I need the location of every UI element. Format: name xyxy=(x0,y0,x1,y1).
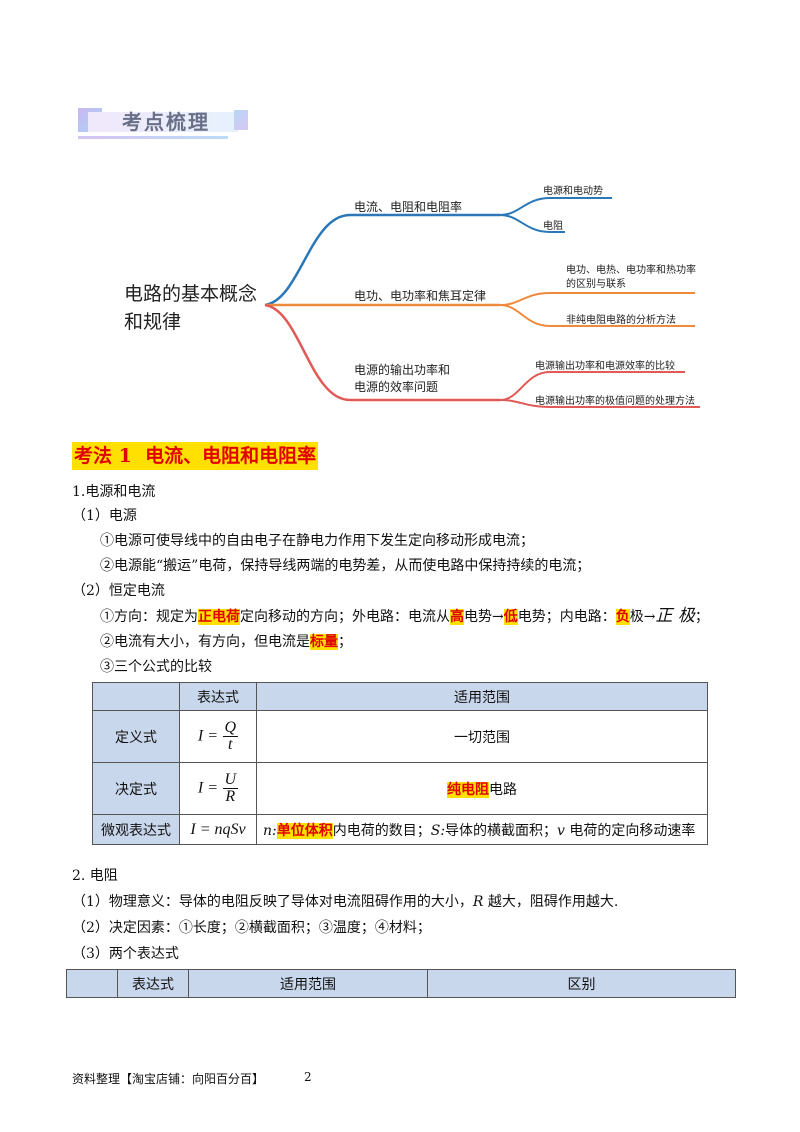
s1-p2-1: ①方向：规定为正电荷定向移动的方向；外电路：电流从高电势→低电势；内电路：负极→… xyxy=(100,606,709,626)
leaf-label-3a: 电源输出功率和电源效率的比较 xyxy=(535,361,675,372)
s1-p1-2: ②电源能“搬运”电荷，保持导线两端的电势差，从而使电路中保持持续的电流； xyxy=(100,558,591,574)
banner-decor-right xyxy=(234,110,248,130)
mindmap-branches xyxy=(264,197,700,408)
highlight-low: 低 xyxy=(503,609,518,625)
s1-heading: 1.电源和电流 xyxy=(72,484,156,500)
banner-underline xyxy=(78,136,228,139)
leaf-line-1a xyxy=(499,197,612,216)
table2-header-blank xyxy=(66,969,118,998)
highlight-positive-charge: 正电荷 xyxy=(198,609,240,625)
s2-heading: 2. 电阻 xyxy=(72,868,118,884)
s1-p2-2: ②电流有大小，有方向，但电流是标量； xyxy=(100,634,352,650)
footer-text: 资料整理【淘宝店铺：向阳百分百】 xyxy=(72,1072,265,1086)
highlight-scalar: 标量 xyxy=(310,634,338,650)
page-number: 2 xyxy=(304,1070,312,1084)
branch-label-2: 电功、电功率和焦耳定律 xyxy=(354,289,487,303)
scope-determine: 纯电阻电路 xyxy=(256,762,708,815)
highlight-negative: 负 xyxy=(615,609,630,625)
table1-header-expr: 表达式 xyxy=(179,682,257,711)
row-name-determine: 决定式 xyxy=(92,762,180,815)
table2-header-scope: 适用范围 xyxy=(188,969,428,998)
s1-p1-1: ①电源可使导线中的自由电子在静电力作用下发生定向移动形成电流； xyxy=(100,533,534,549)
expression-table: 表达式 适用范围 区别 xyxy=(66,969,736,998)
banner-title: 考点梳理 xyxy=(122,110,210,134)
row-name-micro: 微观表达式 xyxy=(92,814,180,845)
highlight-high: 高 xyxy=(450,609,464,625)
formula-micro: I = nqSv xyxy=(179,814,257,845)
leaf-label-2b: 非纯电阻电路的分析方法 xyxy=(566,315,676,326)
highlight-unit-volume: 单位体积 xyxy=(276,822,333,839)
table2-header-diff: 区别 xyxy=(427,969,736,998)
s2-p1: （1）物理意义：导体的电阻反映了导体对电流阻碍作用的大小，R 越大，阻碍作用越大… xyxy=(72,894,619,910)
table2-header-expr: 表达式 xyxy=(117,969,189,998)
section-title-text: 考法 1 电流、电阻和电阻率 xyxy=(74,445,317,467)
section-banner: 考点梳理 xyxy=(78,104,260,139)
section-title: 考法 1 电流、电阻和电阻率 xyxy=(72,442,319,470)
branch-label-3: 电源的输出功率和电源的效率问题 xyxy=(354,363,451,394)
table1-header-scope: 适用范围 xyxy=(256,682,708,711)
s1-p2: （2）恒定电流 xyxy=(72,583,165,599)
table1-header-blank xyxy=(92,682,180,711)
leaf-line-2a xyxy=(499,292,695,306)
banner-bg xyxy=(88,112,238,132)
mindmap: 电路的基本概念和规律 电流、电阻和电阻率 电功、电功率和焦耳定律 电源的输出功率… xyxy=(80,160,720,428)
scope-micro: n:单位体积内电荷的数目；S:导体的横截面积；v 电荷的定向移动速率 xyxy=(256,814,708,845)
scope-definition: 一切范围 xyxy=(256,710,708,763)
leaf-label-3b: 电源输出功率的极值问题的处理方法 xyxy=(535,396,695,407)
leaf-line-3a xyxy=(499,371,685,401)
leaf-line-2b xyxy=(499,304,695,327)
s1-p2-3: ③三个公式的比较 xyxy=(100,659,212,675)
s1-p1: （1）电源 xyxy=(72,508,137,524)
mindmap-root: 电路的基本概念和规律 xyxy=(124,283,258,333)
branch-line-3 xyxy=(264,303,500,402)
s2-p2: （2）决定因素：①长度；②横截面积；③温度；④材料； xyxy=(72,920,431,936)
row-name-definition: 定义式 xyxy=(92,710,180,763)
branch-line-1 xyxy=(264,213,500,307)
s2-p3: （3）两个表达式 xyxy=(72,946,179,962)
highlight-pure-resistor: 纯电阻 xyxy=(447,781,489,798)
positive-pole: 正 极 xyxy=(655,606,695,626)
leaf-label-1a: 电源和电动势 xyxy=(543,186,603,197)
leaf-line-3b xyxy=(499,399,700,408)
branch-label-1: 电流、电阻和电阻率 xyxy=(354,200,463,214)
leaf-label-2a: 电功、电热、电功率和热功率的区别与联系 xyxy=(566,265,696,290)
leaf-line-1b xyxy=(499,214,565,233)
leaf-label-1b: 电阻 xyxy=(543,221,563,232)
